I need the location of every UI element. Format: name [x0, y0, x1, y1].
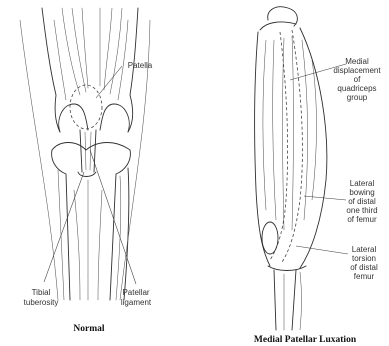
lateral-bowing-leader: [304, 196, 346, 200]
label-lateral-bowing-4: one third: [346, 206, 377, 215]
normal-knee-drawing: [20, 8, 150, 300]
tibia-edge-left: [274, 270, 276, 330]
label-medial-disp-3: of: [354, 75, 361, 84]
label-lateral-bowing-2: bowing: [349, 188, 374, 197]
fibula: [124, 168, 129, 300]
tibial-tuberosity-bump: [78, 172, 96, 177]
patellar-ligament-leader: [90, 150, 136, 284]
label-lateral-bowing-3: of distal: [348, 197, 376, 206]
label-patellar-line2: ligament: [121, 298, 152, 307]
femur-right-edge: [128, 8, 138, 132]
label-medial-disp-2: displacement: [333, 66, 381, 75]
patellar-ligament-left: [80, 130, 82, 172]
label-lateral-bowing-1: Lateral: [350, 179, 375, 188]
label-medial-disp-1: Medial: [345, 57, 369, 66]
caption-luxation: Medial Patellar Luxation: [254, 335, 357, 345]
label-tibial-line2: tuberosity: [24, 298, 59, 307]
lateral-condyle: [100, 104, 129, 132]
lateral-torsion-leader: [296, 246, 348, 254]
tibia-edge-right: [292, 270, 296, 330]
label-lateral-torsion-2: torsion: [352, 254, 376, 263]
label-patella: Patella: [128, 61, 153, 70]
tibial-plateau: [52, 143, 130, 151]
displaced-patella: [262, 222, 278, 254]
label-lateral-torsion-4: femur: [354, 272, 375, 281]
label-medial-disp-5: group: [347, 93, 368, 102]
label-patellar-line1: Patellar: [122, 288, 149, 297]
medial-condyle: [59, 104, 88, 132]
luxation-drawing: [255, 7, 348, 330]
label-medial-disp-4: quadriceps: [337, 84, 376, 93]
label-tibial-line1: Tibial: [32, 288, 51, 297]
femur-bowing-dashed-inner: [270, 32, 288, 260]
label-lateral-bowing-5: of femur: [347, 215, 377, 224]
patellar-ligament-right: [94, 130, 96, 172]
caption-normal: Normal: [73, 324, 104, 334]
label-lateral-torsion-3: of distal: [350, 263, 378, 272]
thigh-right-edge: [300, 28, 327, 268]
femur-left-edge: [42, 8, 60, 132]
label-lateral-torsion-1: Lateral: [352, 245, 377, 254]
